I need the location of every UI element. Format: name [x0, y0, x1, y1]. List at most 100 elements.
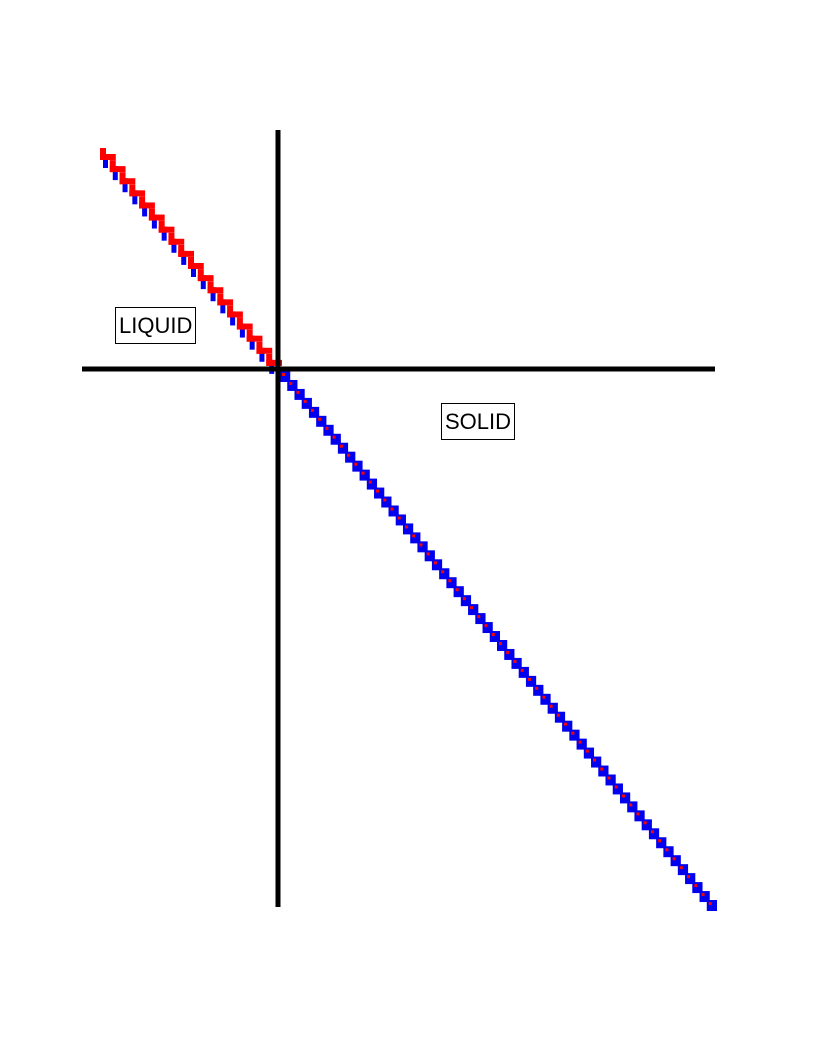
boundary-shadow-step: [280, 371, 291, 382]
boundary-step: [158, 226, 175, 233]
boundary-shadow-step: [259, 347, 265, 362]
boundary-shadow-step: [308, 406, 320, 418]
solid-boundary-curve: [280, 371, 717, 911]
boundary-shadow-step: [122, 178, 128, 193]
boundary-step: [207, 287, 224, 294]
boundary-shadow-step: [191, 263, 196, 277]
boundary-step: [549, 704, 553, 708]
boundary-step: [426, 552, 430, 556]
boundary-shadow-step: [381, 496, 392, 508]
boundary-step: [556, 713, 560, 717]
liquid-boundary-curve: [100, 148, 282, 374]
boundary-shadow-step: [453, 586, 464, 598]
boundary-step: [614, 785, 618, 789]
boundary-shadow-step: [518, 666, 529, 678]
boundary-shadow-step: [439, 568, 450, 580]
boundary-step: [636, 812, 640, 816]
boundary-step: [665, 848, 669, 852]
boundary-step: [282, 373, 285, 376]
boundary-step: [564, 722, 568, 726]
boundary-shadow-step: [388, 505, 399, 517]
liquid-region-label: LIQUID: [115, 307, 197, 344]
boundary-shadow-step: [294, 388, 305, 400]
boundary-shadow-step: [402, 523, 414, 535]
boundary-shadow-step: [249, 335, 255, 350]
boundary-step: [694, 884, 698, 888]
boundary-step: [513, 659, 517, 663]
boundary-step: [470, 606, 474, 610]
boundary-shadow-step: [685, 873, 696, 885]
boundary-step: [296, 390, 300, 394]
boundary-step: [266, 359, 282, 366]
boundary-step: [188, 263, 204, 269]
boundary-step: [701, 893, 705, 897]
boundary-step: [578, 740, 582, 744]
boundary-step: [100, 154, 116, 160]
boundary-shadow-step: [103, 154, 108, 168]
boundary-step: [168, 238, 185, 245]
boundary-step: [629, 803, 633, 807]
boundary-step: [506, 650, 510, 654]
boundary-shadow-step: [583, 747, 595, 759]
boundary-shadow-step: [699, 891, 710, 903]
boundary-step: [332, 435, 336, 439]
boundary-step: [236, 323, 253, 330]
boundary-step: [477, 615, 481, 619]
boundary-step: [148, 214, 165, 221]
boundary-shadow-step: [489, 631, 500, 642]
boundary-shadow-step: [171, 238, 177, 253]
boundary-shadow-step: [287, 379, 298, 391]
boundary-shadow-step: [547, 702, 558, 714]
boundary-shadow-step: [181, 250, 187, 265]
boundary-shadow-step: [569, 729, 580, 741]
boundary-step: [178, 250, 194, 257]
boundary-shadow-step: [706, 900, 717, 911]
boundary-step: [383, 498, 387, 502]
boundary-shadow-step: [482, 622, 493, 634]
boundary-shadow-step: [345, 451, 356, 463]
boundary-step: [376, 489, 380, 493]
boundary-shadow-step: [497, 640, 508, 651]
boundary-step: [441, 570, 445, 574]
boundary-step: [318, 417, 322, 421]
boundary-step: [499, 642, 502, 645]
boundary-shadow-step: [132, 190, 138, 205]
boundary-shadow-step: [525, 675, 537, 687]
boundary-step: [650, 830, 654, 834]
boundary-shadow-step: [656, 837, 667, 849]
boundary-step: [658, 839, 662, 843]
boundary-step: [535, 686, 539, 690]
boundary-step: [462, 597, 466, 601]
boundary-step: [679, 866, 683, 870]
boundary-shadow-step: [670, 855, 681, 867]
boundary-step: [390, 507, 394, 511]
boundary-step: [448, 579, 452, 583]
boundary-shadow-step: [540, 693, 551, 705]
boundary-shadow-step: [598, 765, 609, 777]
boundary-shadow-step: [605, 774, 616, 786]
solid-region-label: SOLID: [441, 403, 516, 440]
boundary-shadow-step: [316, 415, 327, 427]
boundary-shadow-step: [627, 801, 638, 813]
boundary-step: [455, 588, 459, 592]
boundary-step: [256, 347, 273, 354]
boundary-shadow-step: [395, 514, 406, 526]
boundary-shadow-step: [230, 311, 236, 326]
boundary-shadow-step: [210, 287, 216, 302]
boundary-step: [412, 534, 416, 538]
boundary-shadow-step: [533, 684, 544, 696]
boundary-shadow-step: [323, 424, 334, 436]
boundary-shadow-step: [619, 792, 631, 804]
boundary-step: [227, 311, 243, 318]
boundary-step: [433, 561, 437, 565]
boundary-shadow-step: [424, 550, 435, 562]
boundary-shadow-step: [591, 756, 602, 768]
boundary-step: [310, 408, 314, 412]
boundary-step: [585, 749, 589, 753]
boundary-step: [484, 624, 488, 628]
boundary-step: [527, 677, 531, 681]
boundary-shadow-step: [239, 323, 245, 338]
boundary-step: [197, 275, 214, 282]
boundary-shadow-step: [151, 214, 157, 229]
boundary-shadow-step: [220, 299, 226, 314]
